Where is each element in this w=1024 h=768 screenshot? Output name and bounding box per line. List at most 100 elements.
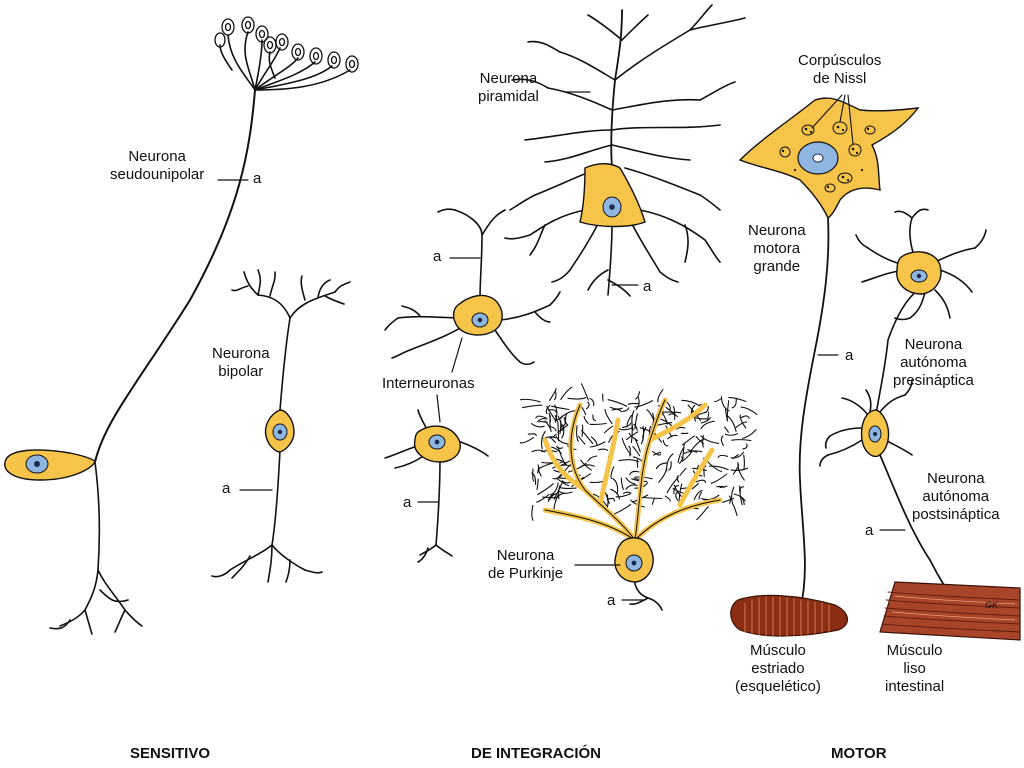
purkinje-dendrite-twig: [742, 443, 748, 450]
purkinje-dendrite-twig: [731, 397, 737, 409]
purkinje-dendrite-twig: [519, 398, 541, 403]
purkinje-dendrite-twig: [606, 497, 616, 502]
purkinje-dendrite-twig: [519, 437, 535, 444]
purkinje-dendrite-twig: [537, 483, 554, 496]
purkinje-dendrite-twig: [614, 503, 632, 515]
purkinje-dendrite-twig: [538, 420, 548, 423]
purkinje-dendrite-twig: [541, 461, 553, 464]
purkinje-dendrite-twig: [536, 494, 550, 503]
purkinje-dendrite-twig: [655, 462, 668, 470]
axon-label-bipolar: a: [222, 480, 231, 497]
purkinje-dendrite-twig: [726, 414, 737, 432]
purkinje-dendrite-twig: [691, 482, 699, 490]
purkinje-dendrite-twig: [683, 450, 703, 455]
purkinje-dendrite-twig: [666, 401, 671, 411]
motor-neuron: [738, 94, 920, 611]
purkinje-dendrite-twig: [564, 413, 569, 426]
purkinje-dendrite-twig: [560, 386, 573, 400]
purkinje-dendrite-twig: [622, 491, 632, 494]
purkinje-dendrite-twig: [537, 464, 540, 474]
purkinje-dendrite-twig: [625, 484, 638, 490]
purkinje-dendrite-twig: [576, 425, 579, 442]
purkinje-dendrite-twig: [531, 472, 537, 486]
purkinje-dendrite-twig: [730, 451, 745, 459]
artist-signature: GK: [985, 600, 999, 610]
purkinje-dendrite-twig: [635, 396, 640, 411]
purkinje-dendrite-twig: [550, 436, 557, 443]
purkinje-dendrite-twig: [609, 406, 623, 410]
purkinje-dendrite-twig: [668, 461, 672, 471]
axon-label-autonomic-post: a: [865, 522, 874, 539]
purkinje-dendrite-twig: [562, 417, 566, 427]
purkinje-dendrite-twig: [695, 479, 707, 483]
purkinje-dendrite-twig: [597, 448, 609, 451]
purkinje-dendrite-twig: [678, 483, 683, 503]
purkinje-dendrite-twig: [535, 415, 547, 419]
purkinje-dendrite-twig: [549, 433, 557, 439]
purkinje-dendrite-twig: [547, 493, 555, 503]
purkinje-dendrite-twig: [621, 437, 632, 456]
purkinje-dendrite-twig: [664, 495, 671, 502]
purkinje-dendrite-twig: [739, 485, 743, 506]
axon-label-interneuron-top: a: [433, 248, 442, 265]
purkinje-dendrite-twig: [567, 397, 587, 400]
purkinje-dendrite-twig: [589, 441, 606, 448]
purkinje-dendrite-twig: [737, 461, 745, 481]
purkinje-dendrite-twig: [700, 417, 712, 424]
purkinje-dendrite-twig: [631, 410, 635, 431]
purkinje-dendrite-twig: [612, 478, 619, 495]
purkinje-dendrite-twig: [625, 477, 636, 485]
purkinje-dendrite-twig: [719, 485, 728, 489]
purkinje-dendrite-twig: [559, 461, 567, 466]
purkinje-dendrite-twig: [589, 397, 595, 407]
purkinje-dendrite-twig: [710, 473, 728, 484]
smooth-muscle: [879, 581, 1021, 641]
purkinje-dendrite-twig: [639, 427, 658, 436]
purkinje-dendrite-twig: [532, 468, 535, 482]
purkinje-dendrite-twig: [610, 488, 620, 500]
purkinje-dendrite-twig: [548, 493, 557, 501]
purkinje-dendrite-twig: [634, 400, 654, 408]
purkinje-dendrite-twig: [553, 493, 560, 512]
purkinje-dendrite-twig: [667, 434, 678, 440]
purkinje-dendrite-twig: [556, 446, 564, 449]
purkinje-dendrite-twig: [693, 489, 703, 501]
purkinje-dendrite-twig: [587, 455, 598, 462]
purkinje-dendrite-twig: [633, 423, 638, 431]
purkinje-neuron: [519, 383, 758, 611]
purkinje-dendrite-twig: [740, 415, 750, 419]
purkinje-dendrite-twig: [617, 427, 633, 431]
purkinje-dendrite-twig: [634, 413, 638, 430]
purkinje-dendrite-twig: [732, 504, 738, 517]
purkinje-dendrite-twig: [717, 454, 729, 458]
purkinje-dendrite-twig: [653, 451, 662, 456]
purkinje-dendrite-twig: [557, 415, 563, 432]
purkinje-dendrite-twig: [634, 438, 641, 453]
purkinje-dendrite-twig: [541, 430, 546, 450]
autonomic-presynaptic-neuron: [855, 208, 987, 416]
purkinje-dendrite-twig: [551, 446, 562, 454]
purkinje-dendrite-twig: [739, 414, 747, 429]
purkinje-dendrite-twig: [592, 414, 597, 422]
purkinje-dendrite-twig: [553, 482, 563, 500]
purkinje-dendrite-twig: [666, 476, 679, 494]
purkinje-dendrite-twig: [720, 435, 724, 446]
purkinje-dendrite-twig: [581, 473, 592, 480]
purkinje-dendrite-twig: [735, 421, 748, 428]
purkinje-dendrite-twig: [550, 482, 559, 496]
purkinje-dendrite-twig: [547, 409, 558, 414]
purkinje-dendrite-twig: [682, 443, 685, 461]
purkinje-dendrite-twig: [567, 462, 587, 473]
purkinje-dendrite-twig: [698, 491, 702, 500]
purkinje-dendrite-twig: [689, 438, 705, 453]
purkinje-dendrite-twig: [743, 454, 745, 471]
purkinje-dendrite-twig: [537, 418, 548, 422]
purkinje-dendrite-twig: [651, 451, 662, 456]
purkinje-dendrite-twig: [553, 390, 557, 401]
